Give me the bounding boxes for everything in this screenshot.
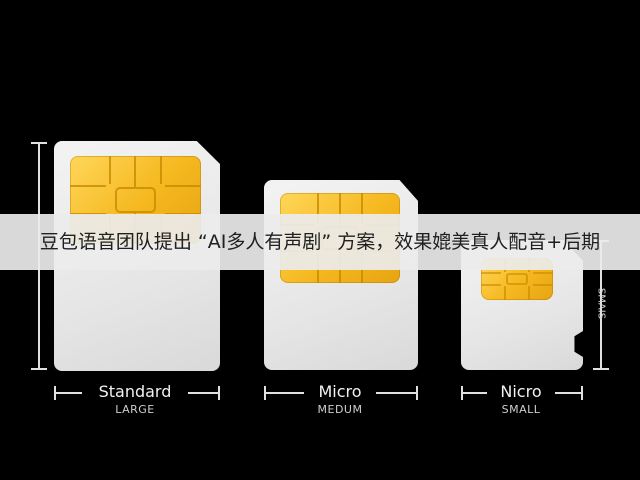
micro-dimension-cap-left xyxy=(264,386,266,400)
standard-dimension-cap-right xyxy=(218,386,220,400)
right-dimension-label: SMAIS xyxy=(595,287,607,320)
micro-dimension-line-right xyxy=(376,392,418,394)
standard-dimension-line-right xyxy=(188,392,220,394)
standard-dimension-line-left xyxy=(54,392,82,394)
right-dimension-line xyxy=(600,240,602,370)
nano-dimension-line-left xyxy=(461,392,487,394)
nano-card-name: Nicro xyxy=(500,382,542,401)
left-dimension-cap-top xyxy=(31,142,47,144)
micro-card-size: MEDUM xyxy=(317,403,363,416)
nano-dimension-cap-right xyxy=(581,386,583,400)
nano-dimension-line-right xyxy=(555,392,583,394)
micro-dimension-line-left xyxy=(264,392,304,394)
standard-card-size: LARGE xyxy=(115,403,155,416)
left-dimension-cap-bottom xyxy=(31,368,47,370)
micro-dimension-cap-right xyxy=(416,386,418,400)
standard-dimension-cap-left xyxy=(54,386,56,400)
nano-dimension-cap-left xyxy=(461,386,463,400)
right-dimension-cap-bottom xyxy=(593,368,609,370)
micro-card-name: Micro xyxy=(318,382,362,401)
nano-card-size: SMALL xyxy=(501,403,541,416)
micro-sim-card xyxy=(264,180,418,370)
caption-text: 豆包语音团队提出 “AI多人有声剧” 方案，效果媲美真人配音+后期 xyxy=(39,231,601,253)
standard-card-name: Standard xyxy=(98,382,172,401)
caption-banner xyxy=(0,214,640,270)
